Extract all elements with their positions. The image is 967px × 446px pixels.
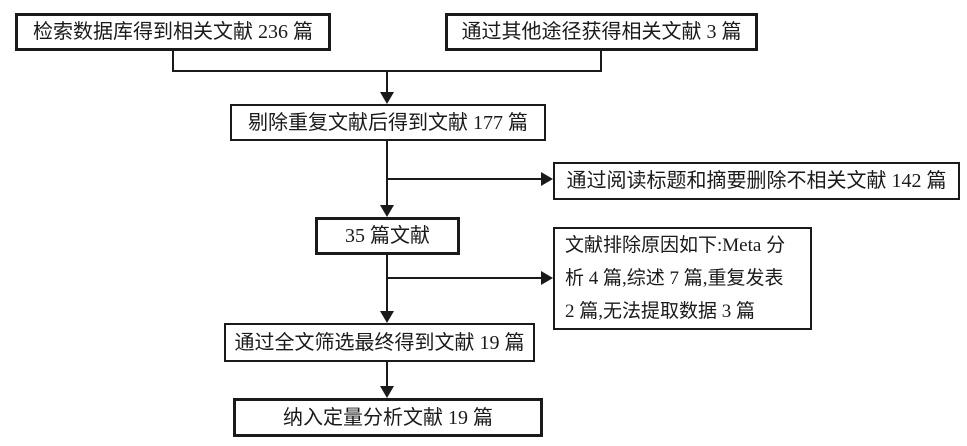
node-db-search: 检索数据库得到相关文献 236 篇 [15, 13, 331, 51]
node-quantitative-19-label: 纳入定量分析文献 19 篇 [283, 406, 493, 429]
node-exclusion-reasons: 文献排除原因如下:Meta 分 析 4 篇,综述 7 篇,重复发表 2 篇,无法… [553, 227, 812, 330]
edge-branch-title-abstract [387, 178, 542, 180]
arrow-down-icon [380, 311, 394, 323]
node-other-sources-label: 通过其他途径获得相关文献 3 篇 [461, 21, 742, 43]
edge-fulltext-to-quantitative [386, 362, 388, 387]
node-dedup-177-label: 剔除重复文献后得到文献 177 篇 [248, 111, 528, 134]
node-other-sources: 通过其他途径获得相关文献 3 篇 [445, 13, 758, 51]
node-dedup-177: 剔除重复文献后得到文献 177 篇 [230, 104, 546, 141]
exclusion-reasons-line-1: 文献排除原因如下:Meta 分 [565, 235, 786, 256]
node-articles-35-label: 35 篇文献 [345, 225, 430, 247]
exclusion-reasons-line-2: 析 4 篇,综述 7 篇,重复发表 [565, 268, 784, 289]
node-fulltext-19: 通过全文筛选最终得到文献 19 篇 [224, 323, 535, 362]
arrow-down-icon [380, 386, 394, 398]
arrow-right-icon [541, 172, 553, 186]
edge-dedup-to-35 [386, 141, 388, 206]
edge-35-to-fulltext [386, 255, 388, 312]
node-excluded-title-abstract: 通过阅读标题和摘要删除不相关文献 142 篇 [553, 162, 960, 200]
edge-other-sources-drop [600, 51, 602, 72]
arrow-right-icon [541, 271, 553, 285]
node-fulltext-19-label: 通过全文筛选最终得到文献 19 篇 [234, 331, 525, 354]
node-articles-35: 35 篇文献 [315, 217, 460, 255]
exclusion-reasons-line-3: 2 篇,无法提取数据 3 篇 [565, 301, 756, 322]
edge-db-search-drop [172, 51, 174, 72]
arrow-down-icon [380, 92, 394, 104]
edge-branch-exclusion-reasons [387, 277, 542, 279]
node-quantitative-19: 纳入定量分析文献 19 篇 [233, 398, 543, 437]
arrow-down-icon [380, 205, 394, 217]
node-excluded-title-abstract-label: 通过阅读标题和摘要删除不相关文献 142 篇 [566, 170, 947, 192]
edge-merge-to-dedup [386, 70, 388, 93]
node-db-search-label: 检索数据库得到相关文献 236 篇 [33, 21, 313, 43]
